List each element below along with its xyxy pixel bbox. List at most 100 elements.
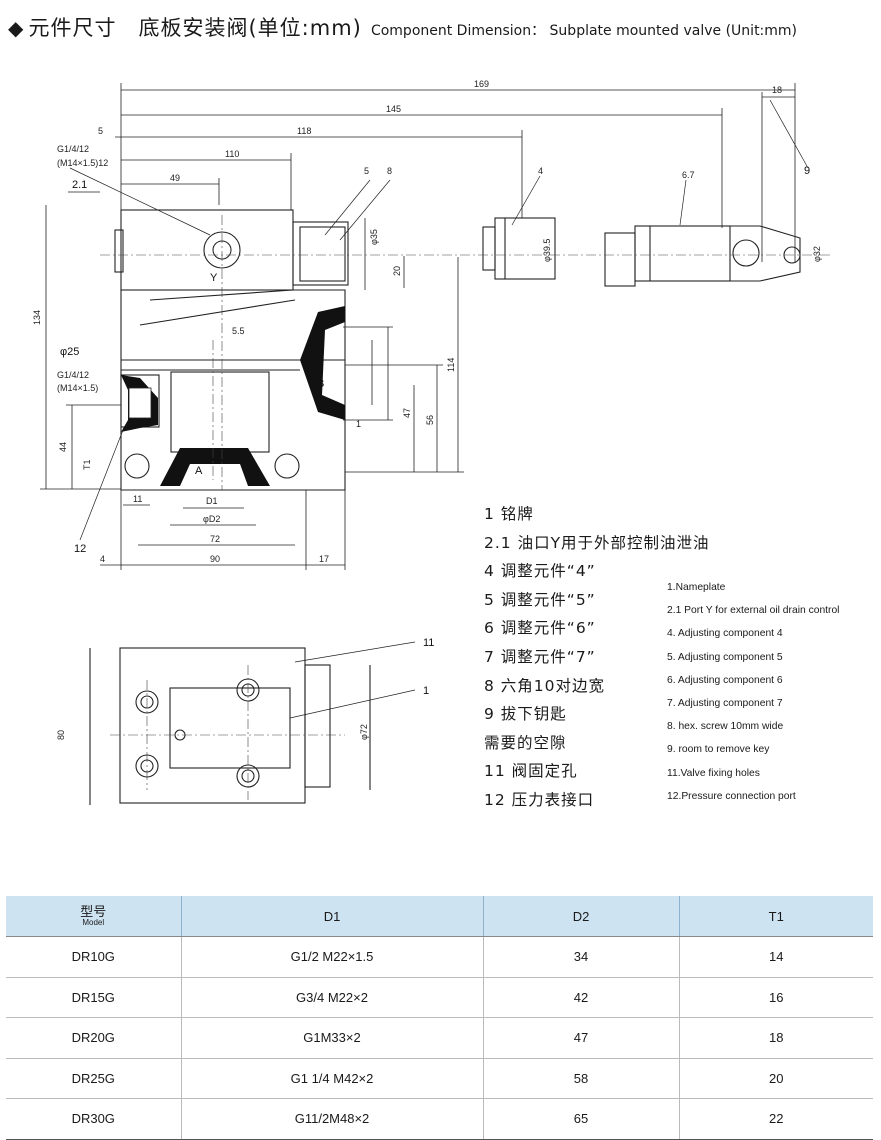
legend-en-item: 1.Nameplate [667,582,726,593]
cell-d1: G1M33×2 [181,1017,484,1059]
dim-phi72: φ72 [359,724,369,740]
cell-t1: 18 [679,1017,873,1059]
dim-169: 169 [474,79,489,89]
cell-model: DR25G [6,1058,182,1099]
cell-d1: G1 1/4 M42×2 [181,1058,484,1099]
legend-cn-item: 1 铭牌 [484,505,534,523]
legend-en-item: 6. Adjusting component 6 [667,674,783,686]
dim-4: 4 [100,554,105,564]
dim-110: 110 [225,149,239,159]
dim-118: 118 [297,126,311,136]
cell-d2: 42 [483,977,680,1018]
cell-d2: 65 [483,1098,680,1140]
dim-phi32: φ32 [812,246,822,262]
table-row: DR30G G11/2M48×2 65 22 [6,1098,873,1140]
cell-d2: 34 [483,936,680,978]
technical-drawing: 169 145 118 110 49 5 18 134 44 114 56 47… [32,79,830,805]
legend-cn-item: 11 阀固定孔 [484,762,578,781]
cell-d1: G1/2 M22×1.5 [181,936,484,978]
port-a-label: A [195,465,203,477]
dim-47: 47 [402,408,412,418]
dim-56: 56 [425,415,435,425]
legend-cn-item: 7 调整元件“7” [484,647,596,666]
title-english: Component Dimension： Subplate mounted va… [370,23,798,39]
legend-en-item: 2.1 Port Y for external oil drain contro… [667,605,840,617]
callout-m14-top: (M14×1.5)12 [57,158,108,168]
dim-5-5: 5.5 [232,326,245,336]
callout-g14-top: G1/4/12 [57,144,89,154]
legend-en-item: 12.Pressure connection port [667,790,796,802]
legend-cn-item: 12 压力表接口 [484,790,595,809]
dim-90: 90 [210,554,220,564]
callout-6-7: 6.7 [682,170,695,180]
header-d2: D2 [483,896,680,937]
callout-2-1: 2.1 [72,179,87,191]
port-y-label: Y [210,272,218,284]
dim-11: 11 [133,494,142,504]
cell-d1: G11/2M48×2 [181,1098,484,1140]
header-d1: D1 [181,896,484,937]
dim-72: 72 [210,534,220,544]
cell-t1: 16 [679,977,873,1018]
header-t1: T1 [679,896,873,937]
legend-en-item: 5. Adjusting component 5 [667,651,783,663]
legend-en-item: 8. hex. screw 10mm wide [667,721,784,733]
table-row: DR25G G1 1/4 M42×2 58 20 [6,1058,873,1099]
table-row: DR20G G1M33×2 47 18 [6,1017,873,1059]
callout-11: 11 [423,637,434,649]
legend-cn-item: 2.1 油口Y用于外部控制油泄油 [484,533,710,552]
dim-49: 49 [170,173,180,183]
callout-12: 12 [74,543,86,555]
dim-phi35: φ35 [369,229,379,245]
dim-18: 18 [772,85,782,95]
legend-english: 1.Nameplate 2.1 Port Y for external oil … [667,576,839,808]
spec-table: 型号 Model D1 D2 T1 DR10G G1/2 M22×1.5 34 … [6,896,873,1140]
cell-model: DR20G [6,1017,182,1059]
dim-20: 20 [392,266,402,276]
table-row: DR15G G3/4 M22×2 42 16 [6,977,873,1018]
header-model-cn: 型号 [80,903,107,919]
legend-cn-item: 需要的空隙 [484,733,567,752]
cell-t1: 20 [679,1058,873,1099]
dim-80: 80 [56,730,66,740]
cell-d1: G3/4 M22×2 [181,977,484,1018]
legend-chinese: 1 铭牌 2.1 油口Y用于外部控制油泄油 4 调整元件“4” 5 调整元件“5… [484,500,710,815]
dim-5: 5 [98,126,103,136]
dim-44: 44 [58,442,68,452]
table-row: DR10G G1/2 M22×1.5 34 14 [6,936,873,978]
dim-d2-bottom: φD2 [203,514,220,524]
dim-d1-bottom: D1 [206,496,218,506]
cell-t1: 22 [679,1098,873,1140]
legend-cn-item: 5 调整元件“5” [484,590,596,609]
table-header-row: 型号 Model D1 D2 T1 [6,896,873,937]
dim-1: 1 [356,419,361,429]
callout-g14-left: G1/4/12 [57,370,89,380]
callout-5: 5 [364,166,369,176]
diamond-bullet-icon: ◆ [8,16,24,40]
dim-17: 17 [319,554,329,564]
legend-en-item: 7. Adjusting component 7 [667,698,783,710]
legend-cn-item: 9 拔下钥匙 [484,705,567,724]
cell-t1: 14 [679,936,873,978]
legend-cn-item: 4 调整元件“4” [484,562,596,581]
cell-d2: 58 [483,1058,680,1099]
dim-phi25: φ25 [60,346,79,358]
cell-model: DR30G [6,1098,182,1140]
legend-en-item: 4. Adjusting component 4 [667,628,783,640]
header-model-en: Model [82,917,105,927]
dim-145: 145 [386,104,401,114]
dim-134: 134 [32,310,42,325]
callout-1: 1 [423,685,429,697]
legend-cn-item: 6 调整元件“6” [484,619,596,638]
page-title: ◆ 元件尺寸 底板安装阀(单位:mm) Component Dimension：… [8,12,797,42]
legend-cn-item: 8 六角10对边宽 [484,676,606,695]
header-model: 型号 Model [6,896,182,937]
title-chinese: 元件尺寸 底板安装阀(单位:mm) [28,16,362,40]
cell-d2: 47 [483,1017,680,1059]
callout-4: 4 [538,166,543,176]
dim-phi39-5: φ39.5 [542,239,552,262]
dim-t1: T1 [82,459,92,470]
dim-114: 114 [446,358,456,372]
cell-model: DR15G [6,977,182,1018]
callout-m14-left: (M14×1.5) [57,383,98,393]
